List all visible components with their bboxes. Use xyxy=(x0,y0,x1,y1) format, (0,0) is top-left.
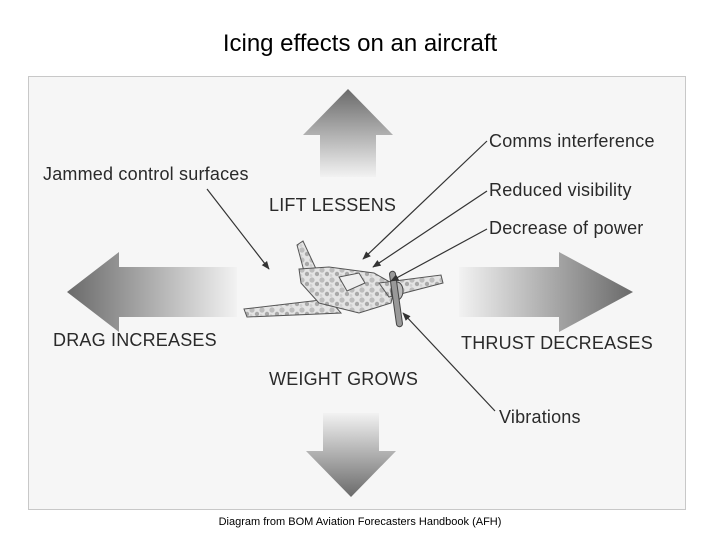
visibility-label: Reduced visibility xyxy=(489,180,632,200)
aircraft-cockpit xyxy=(338,272,366,292)
aircraft-right-wing xyxy=(378,274,444,298)
weight-label: WEIGHT GROWS xyxy=(269,369,419,389)
diagram-graphics xyxy=(67,89,633,497)
drag-label: DRAG INCREASES xyxy=(53,330,217,350)
aircraft-left-wing xyxy=(243,298,343,318)
drag-arrow xyxy=(67,252,237,332)
vibrations-label: Vibrations xyxy=(499,407,581,427)
comms-label: Comms interference xyxy=(489,131,655,151)
aircraft-propeller xyxy=(389,270,403,328)
figure-caption: Diagram from BOM Aviation Forecasters Ha… xyxy=(218,516,502,528)
thrust-arrow xyxy=(459,252,633,332)
jammed-label: Jammed control surfaces xyxy=(43,164,249,184)
vibrations-pointer xyxy=(402,312,496,412)
power-pointer xyxy=(390,228,488,282)
lift-arrow xyxy=(303,89,393,177)
thrust-label: THRUST DECREASES xyxy=(461,333,653,353)
iced-aircraft xyxy=(243,240,444,328)
icing-diagram: Jammed control surfaces Comms interferen… xyxy=(28,76,686,510)
power-label: Decrease of power xyxy=(489,218,644,238)
visibility-pointer xyxy=(372,190,488,268)
comms-pointer xyxy=(362,140,488,260)
jammed-pointer xyxy=(206,188,270,270)
lift-label: LIFT LESSENS xyxy=(269,195,397,215)
slide-title: Icing effects on an aircraft xyxy=(222,30,498,57)
weight-arrow xyxy=(306,413,396,497)
